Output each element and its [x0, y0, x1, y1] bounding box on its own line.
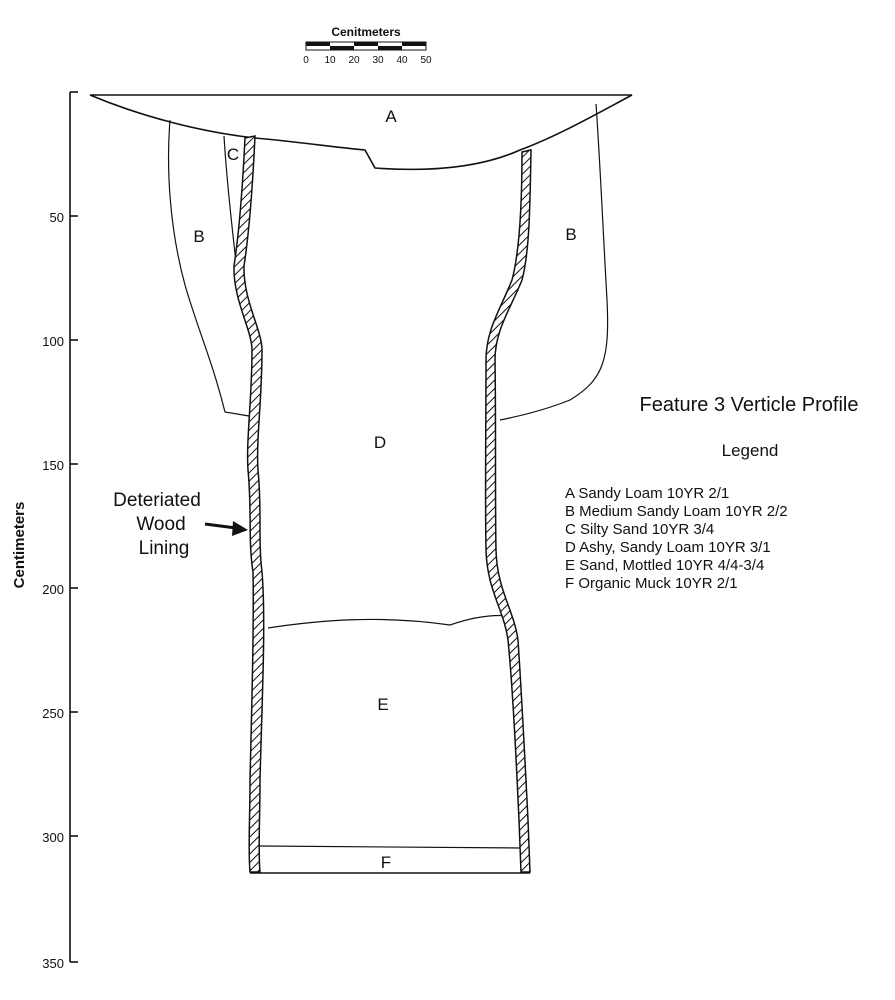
axis-label-200: 200: [42, 582, 64, 597]
annotation-line-1: Deteriated: [113, 490, 201, 511]
profile-drawing: A B B C D E F: [89, 94, 633, 874]
legend-item-b: B Medium Sandy Loam 10YR 2/2: [565, 503, 788, 520]
scale-tick-30: 30: [372, 55, 384, 66]
axis-label-250: 250: [42, 706, 64, 721]
legend-item-a: A Sandy Loam 10YR 2/1: [565, 485, 729, 502]
scale-bar: Cenitmeters 0 10 20 30 40 50: [303, 25, 432, 66]
scale-bar-seg-5: [402, 42, 426, 46]
figure-title: Feature 3 Verticle Profile: [640, 394, 859, 416]
scale-bar-seg-4: [378, 46, 402, 50]
annotation-arrow-shaft: [204, 522, 237, 530]
annotation-line-2: Wood: [136, 514, 185, 535]
layer-label-f: F: [381, 853, 391, 872]
scale-tick-50: 50: [420, 55, 432, 66]
scale-tick-20: 20: [348, 55, 360, 66]
annotation-arrow-head: [232, 521, 248, 536]
axis-title: Centimeters: [11, 502, 28, 589]
wood-lining-right: [484, 149, 532, 873]
layer-a-outline: [89, 94, 633, 171]
scale-tick-40: 40: [396, 55, 408, 66]
legend-block: Feature 3 Verticle Profile Legend A Sand…: [565, 394, 859, 592]
layer-b-right-outline: [499, 103, 609, 421]
layer-label-c: C: [227, 145, 239, 164]
scale-bar-seg-1: [306, 42, 330, 46]
scale-bar-seg-2: [330, 46, 354, 50]
layer-e-top-boundary: [267, 614, 511, 629]
layer-f-top-boundary: [259, 845, 522, 849]
scale-tick-0: 0: [303, 55, 309, 66]
layer-c-outline: [223, 135, 237, 263]
legend-item-f: F Organic Muck 10YR 2/1: [565, 575, 738, 592]
layer-label-d: D: [374, 433, 386, 452]
legend-item-e: E Sand, Mottled 10YR 4/4-3/4: [565, 557, 764, 574]
legend-heading: Legend: [722, 441, 779, 460]
scale-bar-seg-3: [354, 42, 378, 46]
layer-label-b-left: B: [193, 227, 204, 246]
wood-lining-left: [233, 135, 265, 873]
layer-label-e: E: [377, 695, 388, 714]
axis-label-150: 150: [42, 458, 64, 473]
wood-lining-annotation: Deteriated Wood Lining: [113, 490, 248, 559]
legend-item-c: C Silty Sand 10YR 3/4: [565, 521, 714, 538]
scale-bar-title: Cenitmeters: [331, 25, 401, 39]
depth-axis: 50 100 150 200 250 300 350 Centimeters: [11, 91, 78, 971]
layer-label-b-right: B: [565, 225, 576, 244]
axis-label-100: 100: [42, 334, 64, 349]
axis-label-300: 300: [42, 830, 64, 845]
legend-item-d: D Ashy, Sandy Loam 10YR 3/1: [565, 539, 771, 556]
layer-label-a: A: [385, 107, 397, 126]
axis-label-50: 50: [50, 210, 64, 225]
annotation-line-3: Lining: [139, 538, 190, 559]
axis-label-350: 350: [42, 956, 64, 971]
layer-b-left-outline: [167, 119, 250, 417]
scale-tick-10: 10: [324, 55, 336, 66]
